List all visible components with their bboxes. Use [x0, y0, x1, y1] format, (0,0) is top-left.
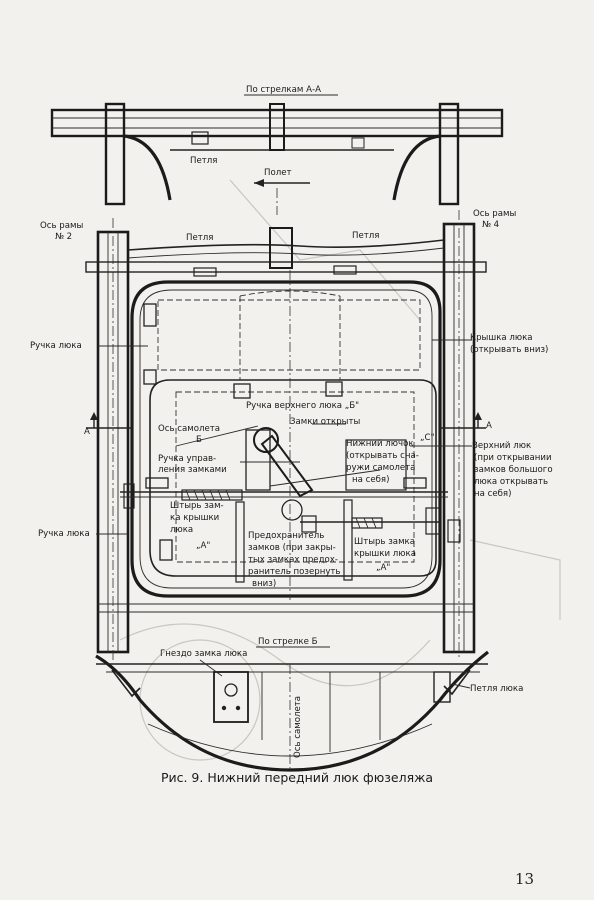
page-number: 13 — [515, 870, 535, 888]
upper-hatch-label-2: (при открывании — [474, 453, 552, 463]
hatch-plan-view: Петля Петля — [84, 210, 492, 660]
hinge-left-label: Петля — [186, 233, 213, 243]
section-arrow-left-icon — [90, 412, 98, 420]
upper-hatch-label-5: на себя) — [474, 489, 511, 499]
aircraft-axis-label: Ось самолета — [158, 424, 220, 434]
lower-hatch-label-1: Нижний лючок — [346, 439, 414, 449]
hatch-handle-left-label: Ручка люка — [30, 341, 82, 351]
section-arrow-right-icon — [474, 412, 482, 420]
hatch-cover-note: (открывать вниз) — [470, 345, 548, 355]
lower-hatch-label-4: на себя) — [352, 475, 389, 485]
upper-hatch-label-3: замков большого — [474, 465, 553, 475]
upper-hatch-handle-label: Ручка верхнего люка „Б" — [246, 401, 359, 411]
safety-label-5: вниз) — [252, 579, 276, 589]
section-b-view: По стрелке Б Гнездо замка люка — [95, 637, 489, 772]
section-b-label: По стрелке Б — [258, 637, 318, 647]
lock-control-label-1: Ручка управ- — [158, 454, 216, 464]
upper-hatch-label-1: Верхний люк — [472, 441, 531, 451]
flight-arrow-icon — [254, 179, 264, 187]
lock-pin-right-label-1: Штырь замка — [354, 537, 415, 547]
safety-label-1: Предохранитель — [248, 531, 324, 541]
aircraft-axis-vertical-label: Ось самолета — [293, 696, 303, 758]
flight-label: Полет — [264, 168, 292, 178]
safety-label-3: тых замках предох- — [248, 555, 338, 565]
lock-control-label-2: ления замками — [158, 465, 227, 475]
lower-hatch-label-3: ружи самолета — [346, 463, 415, 473]
safety-label-2: замков (при закры- — [248, 543, 336, 553]
frame-axis-2-number: № 2 — [55, 232, 72, 242]
hinge-right-label: Петля — [352, 231, 379, 241]
section-a-left-label: А — [84, 427, 90, 437]
locks-open-label: Замки открыты — [290, 417, 360, 427]
hinge-bottom-label: Петля люка — [470, 684, 523, 694]
upper-hatch-label-4: люка открывать — [474, 477, 548, 487]
section-aa-view: По стрелкам А-А Петля Полет — [50, 85, 504, 215]
lock-pin-left-label-1: Штырь зам- — [170, 501, 224, 511]
frame-axis-4-number: № 4 — [482, 220, 499, 230]
lock-pin-left-label-3: люка — [170, 525, 193, 535]
lock-pin-left-label-2: ка крышки — [170, 513, 219, 523]
aircraft-axis-b-label: Б — [196, 435, 202, 445]
lock-pin-right-label-3: „А" — [376, 563, 390, 573]
lock-pin-left-label-4: „А" — [196, 541, 210, 551]
section-a-right-label: А — [486, 421, 492, 431]
figure-caption: Рис. 9. Нижний передний люк фюзеляжа — [160, 770, 434, 785]
lower-hatch-label-2: (открывать сна- — [346, 451, 419, 461]
lock-pin-right-label-2: крышки люка — [354, 549, 416, 559]
hatch-cover-label: Крышка люка — [470, 333, 533, 343]
frame-axis-4-label: Ось рамы — [473, 209, 516, 219]
hatch-handle-lower-label: Ручка люка — [38, 529, 90, 539]
lower-hatch-c-label: „С" — [420, 433, 434, 443]
lock-socket-label: Гнездо замка люка — [160, 649, 247, 659]
frame-axis-2-label: Ось рамы — [40, 221, 83, 231]
safety-label-4: ранитель позернуть — [248, 567, 340, 577]
hinge-top-label: Петля — [190, 156, 217, 166]
section-aa-label: По стрелкам А-А — [246, 85, 321, 95]
